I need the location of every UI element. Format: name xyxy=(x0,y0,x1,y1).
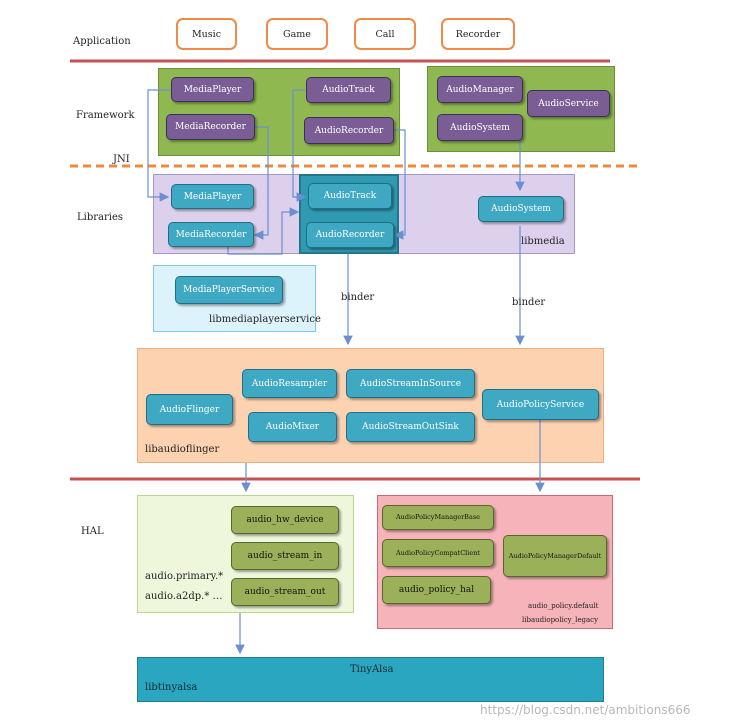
layer-label-application: Application xyxy=(73,36,131,47)
wire-mediaplayer xyxy=(147,89,170,202)
framework-mediarecorder: MediaRecorder xyxy=(166,114,255,140)
hal-policy-manager-default: AudioPolicyManagerDefault xyxy=(503,535,607,577)
af-audiostreamoutsink: AudioStreamOutSink xyxy=(346,412,475,442)
framework-audiomanager: AudioManager xyxy=(437,76,523,103)
af-audioflinger: AudioFlinger xyxy=(146,394,233,425)
framework-audiotrack: AudioTrack xyxy=(306,77,391,103)
app-call: Call xyxy=(354,18,416,50)
lib-mediaplayerservice: MediaPlayerService xyxy=(175,276,283,304)
wire-audiotrack xyxy=(292,89,307,202)
lib-mediaplayer: MediaPlayer xyxy=(171,184,254,209)
watermark-text: https://blog.csdn.net/ambitions666 xyxy=(480,703,691,717)
binder-label-left: binder xyxy=(341,292,375,303)
tinyalsa-panel xyxy=(137,657,604,702)
lib-audiotrack: AudioTrack xyxy=(308,183,392,209)
framework-mediaplayer: MediaPlayer xyxy=(171,77,254,102)
hal-audio-a2dp-label: audio.a2dp.* … xyxy=(145,591,223,602)
libaudioflinger-label: libaudioflinger xyxy=(145,444,220,455)
hal-audio-hw-device: audio_hw_device xyxy=(231,506,339,534)
wire-mediarecorder xyxy=(253,126,269,240)
hal-policy-compat-client: AudioPolicyCompatClient xyxy=(382,539,494,567)
hal-audio-primary-label: audio.primary.* xyxy=(145,571,224,582)
tinyalsa-lib-label: libtinyalsa xyxy=(145,682,198,693)
layer-label-framework: Framework xyxy=(76,110,135,121)
af-audiomixer: AudioMixer xyxy=(248,412,337,442)
lib-audiosystem: AudioSystem xyxy=(478,196,564,222)
libmediaplayerservice-label: libmediaplayerservice xyxy=(209,314,321,325)
binder-label-right: binder xyxy=(512,297,546,308)
app-music: Music xyxy=(176,18,237,50)
af-audioresampler: AudioResampler xyxy=(242,369,337,398)
hal-audio-stream-in: audio_stream_in xyxy=(231,542,339,570)
lib-mediarecorder: MediaRecorder xyxy=(168,222,254,247)
tinyalsa-title: TinyAlsa xyxy=(350,664,394,675)
lib-audiorecorder: AudioRecorder xyxy=(306,222,394,248)
framework-audioservice: AudioService xyxy=(527,90,610,117)
hal-libaudiopolicy-legacy-label: libaudiopolicy_legacy xyxy=(522,616,599,624)
libmedia-label: libmedia xyxy=(521,236,565,247)
framework-audiorecorder: AudioRecorder xyxy=(304,117,394,144)
af-audiostreaminsource: AudioStreamInSource xyxy=(346,369,475,398)
layer-label-libraries: Libraries xyxy=(77,212,124,223)
app-recorder: Recorder xyxy=(441,18,515,50)
wire-audiorecorder xyxy=(393,129,406,240)
hal-audio-policy-hal: audio_policy_hal xyxy=(382,576,491,604)
framework-audiosystem: AudioSystem xyxy=(437,114,523,141)
hal-policy-manager-base: AudioPolicyManagerBase xyxy=(382,505,494,530)
layer-label-hal: HAL xyxy=(81,526,104,537)
app-game: Game xyxy=(266,18,328,50)
hal-audio-stream-out: audio_stream_out xyxy=(231,578,339,606)
hal-audio-policy-default-label: audio_policy.default xyxy=(528,602,599,610)
af-audiopolicyservice: AudioPolicyService xyxy=(482,389,599,420)
wire-recorder-to-track xyxy=(227,207,300,255)
layer-label-jni: JNI xyxy=(113,154,130,165)
